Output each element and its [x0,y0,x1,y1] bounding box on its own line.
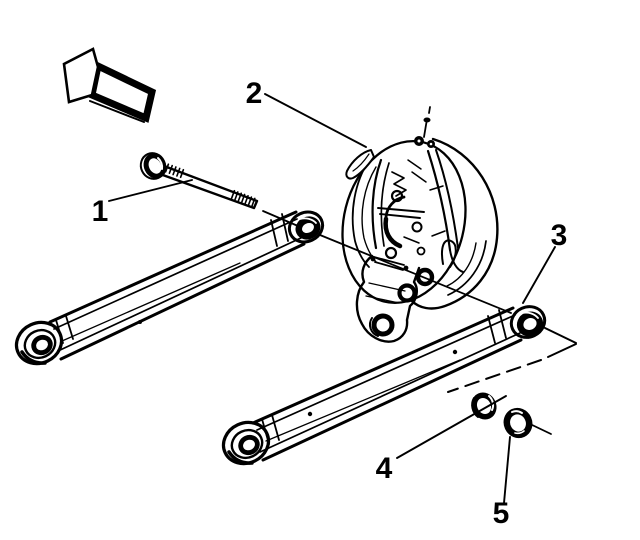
bolt-thread-tip [230,189,256,207]
leader-lines [108,93,556,504]
brake-shoe-left [371,158,383,250]
leader-line-4 [396,395,507,459]
callout-1: 1 [92,195,109,228]
brake-shoe-right [426,149,452,252]
washer [471,392,497,420]
knuckle-bracket [355,254,421,343]
callout-2: 2 [246,77,263,110]
lateral-link-front [14,210,325,366]
drum-outer-rim [410,137,499,310]
callout-5: 5 [493,497,510,530]
callout-4: 4 [376,452,393,485]
rear-link-bushing [509,305,547,339]
callouts: 1 2 3 4 5 [92,77,568,530]
leader-line-1 [108,179,193,202]
bracket-eye-upper [415,267,435,287]
return-spring [391,171,407,197]
front-direction-arrow [62,47,157,123]
brake-drum-assembly [341,106,499,343]
bracket-eye-lower [371,313,395,337]
bolt-axis-dashed-line [447,327,577,435]
lateral-link-rear [221,305,547,466]
front-link-eye-bushing [14,320,64,366]
bolt-thread-upper [164,163,185,179]
leader-line-5 [503,436,511,504]
callout-3: 3 [551,219,568,252]
front-link-bushing [287,210,325,244]
leader-line-link [319,234,512,314]
leader-line-2 [264,93,367,148]
cable-guide-loop [441,239,457,268]
bracket-eye-mid [397,283,417,303]
leader-line-3 [522,246,556,304]
rear-link-eye-bushing [221,420,271,466]
nut [503,407,533,439]
